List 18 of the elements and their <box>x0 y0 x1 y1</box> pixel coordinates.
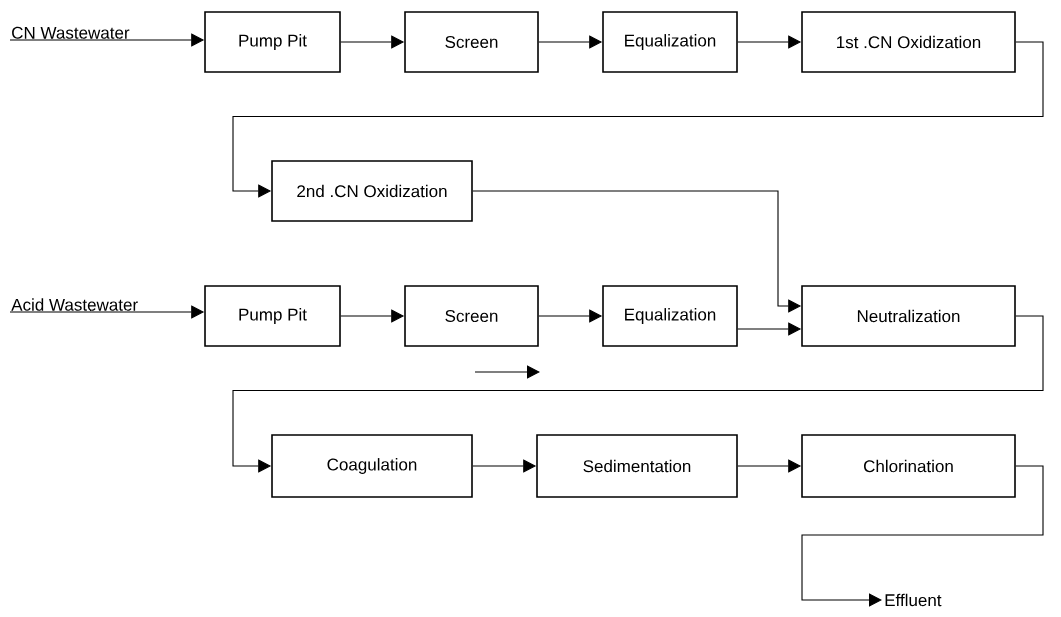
process-box: Screen <box>404 285 539 347</box>
input-label: Acid Wastewater <box>11 298 138 311</box>
arrow <box>232 315 1044 473</box>
arrow <box>232 41 1044 198</box>
process-box: Pump Pit <box>204 11 341 73</box>
process-box: 2nd .CN Oxidization <box>271 160 473 222</box>
process-box: Chlorination <box>801 434 1016 498</box>
process-box: Equalization <box>602 11 738 73</box>
arrow <box>801 465 1044 607</box>
process-box: Equalization <box>602 285 738 347</box>
process-box: Sedimentation <box>536 434 738 498</box>
process-box: Coagulation <box>271 434 473 498</box>
process-box: 1st .CN Oxidization <box>801 11 1016 73</box>
process-box: Screen <box>404 11 539 73</box>
process-box: Neutralization <box>801 285 1016 347</box>
process-box: Pump Pit <box>204 285 341 347</box>
input-label: CN Wastewater <box>12 26 130 39</box>
output-label: Effluent <box>885 593 942 607</box>
